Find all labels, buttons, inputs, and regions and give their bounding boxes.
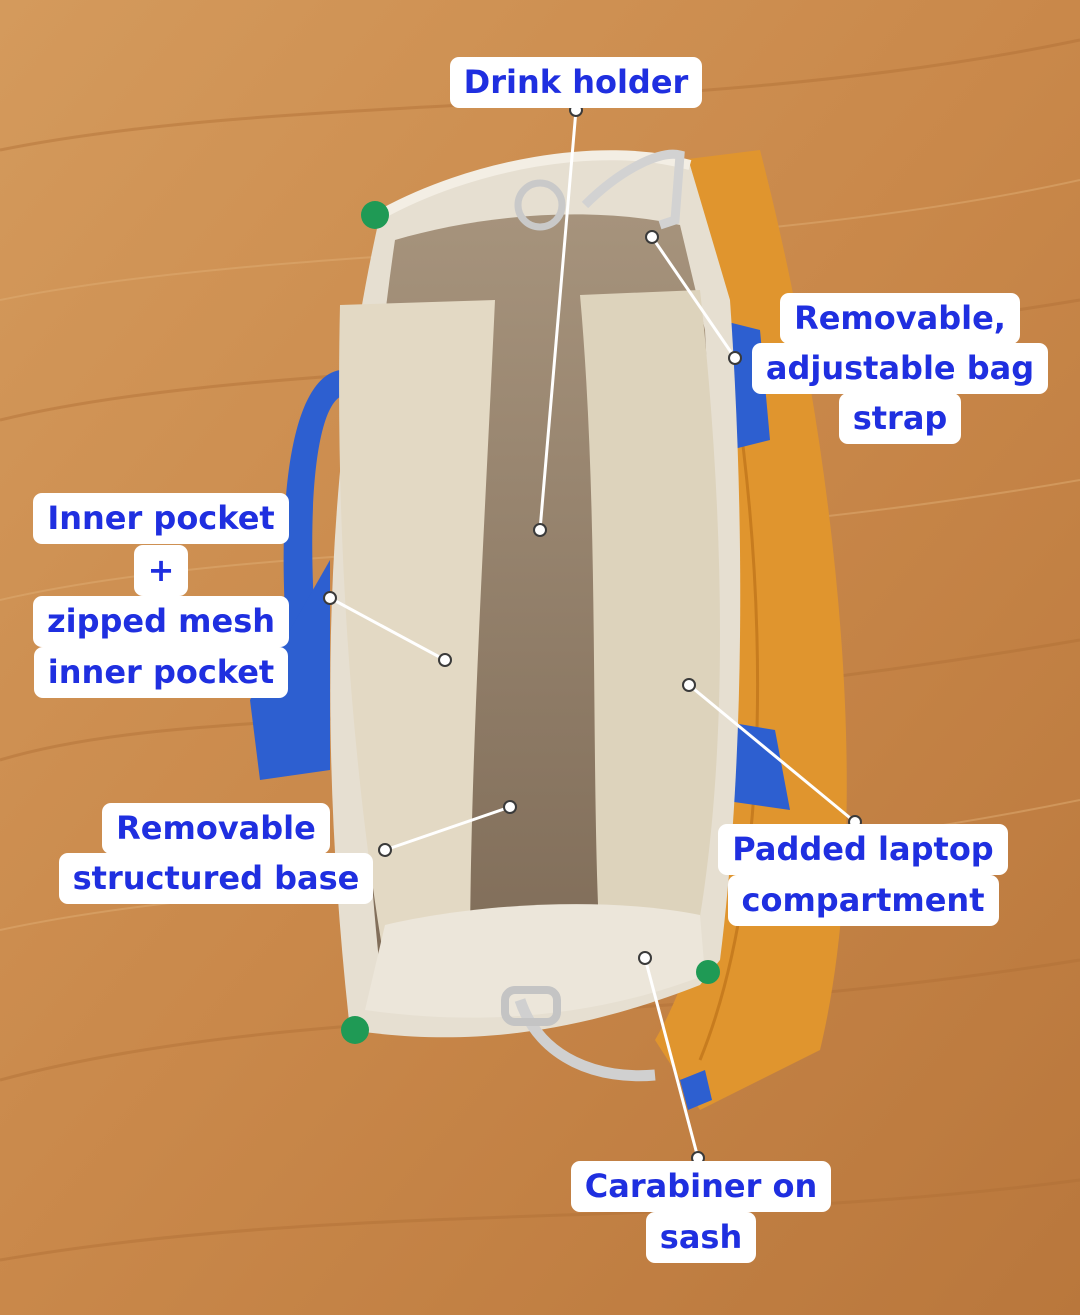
label-line: inner pocket — [33, 647, 289, 698]
anchor-dot — [533, 523, 547, 537]
leader-drink-holder — [538, 109, 578, 531]
label-line: Drink holder — [449, 57, 703, 108]
label-line: + — [133, 545, 189, 596]
label-line: Carabiner on — [570, 1161, 832, 1212]
label-line: structured base — [58, 853, 374, 904]
anchor-dot — [682, 678, 696, 692]
label-line: strap — [838, 393, 962, 444]
corner-patch — [341, 1016, 369, 1044]
corner-patch — [361, 201, 389, 229]
anchor-dot — [378, 843, 392, 857]
leader-bag-strap — [650, 236, 737, 359]
anchor-dot — [438, 653, 452, 667]
laptop-panel — [580, 290, 720, 950]
label-line: adjustable bag — [751, 343, 1049, 394]
anchor-dot — [638, 951, 652, 965]
leader-carabiner — [643, 957, 700, 1159]
label-line: Removable, — [780, 293, 1020, 344]
leader-inner-pocket — [329, 596, 446, 662]
label-line: zipped mesh — [32, 596, 290, 647]
left-handle-lower — [250, 560, 330, 780]
label-line: compartment — [727, 875, 999, 926]
leader-laptop — [688, 683, 856, 824]
anchor-dot — [323, 591, 337, 605]
label-line: Removable — [102, 803, 330, 854]
label-line: sash — [645, 1212, 757, 1263]
top-ring — [514, 179, 566, 231]
anchor-dot — [645, 230, 659, 244]
inner-pocket-panel — [339, 300, 495, 965]
corner-patch — [696, 960, 720, 984]
label-line: Inner pocket — [33, 493, 289, 544]
top-clip — [581, 149, 685, 230]
leader-structured-base — [384, 805, 511, 852]
anchor-dot — [728, 351, 742, 365]
label-line: Padded laptop — [718, 824, 1008, 875]
anchor-dot — [503, 800, 517, 814]
bottom-pouch — [365, 904, 705, 1018]
